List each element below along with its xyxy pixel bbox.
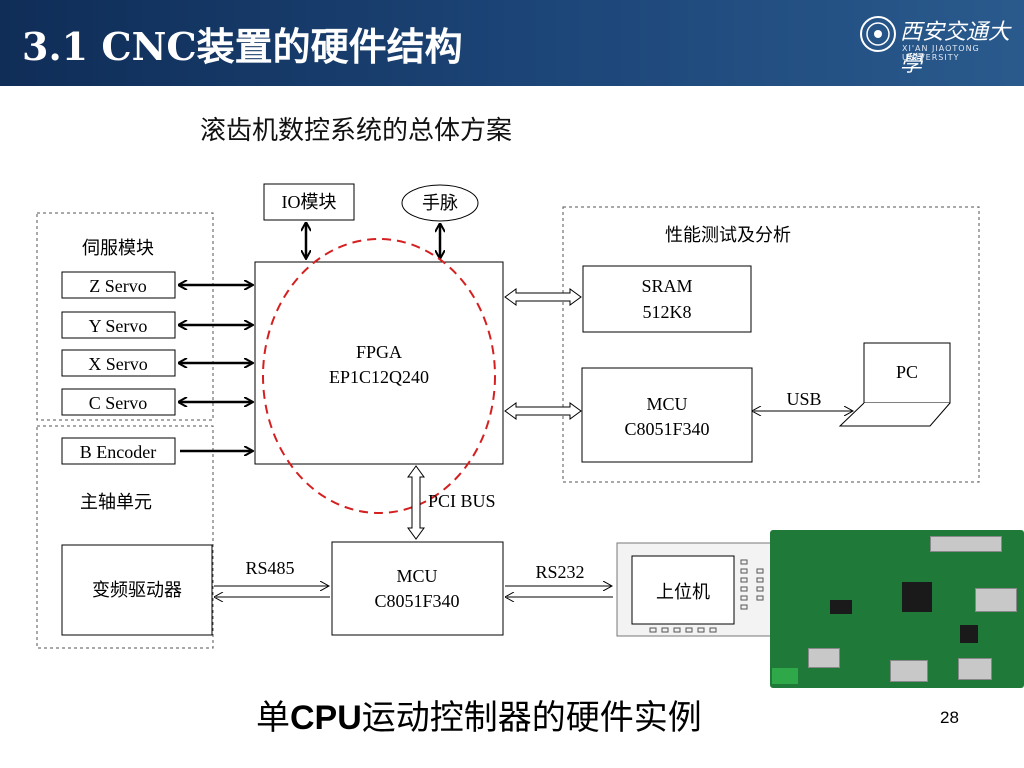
header-bar: 3.1 CNC装置的硬件结构 西安交通大學 XI'AN JIAOTONG UNI… (0, 0, 1024, 86)
c-servo-label: C Servo (89, 393, 148, 413)
rs485-label: RS485 (245, 558, 294, 578)
mcu-bottom-label: MCU (396, 566, 437, 586)
caption-bold: CPU (290, 699, 362, 737)
fpga-mcu-arrow (504, 402, 582, 420)
host-label: 上位机 (656, 582, 710, 602)
spindle-group-box (36, 425, 214, 649)
sram-box (582, 265, 752, 333)
slide-title: 3.1 CNC装置的硬件结构 (22, 24, 463, 69)
caption-suffix: 运动控制器的硬件实例 (361, 698, 702, 738)
fpga-sram-arrow (504, 288, 582, 306)
spindle-group-label: 主轴单元 (80, 492, 152, 512)
mcu-top-model-label: C8051F340 (624, 419, 709, 439)
pcb-db9-connector (808, 648, 840, 668)
university-logo: 西安交通大學 XI'AN JIAOTONG UNIVERSITY (856, 10, 1016, 77)
fpga-highlight-ellipse (262, 238, 496, 514)
pci-bus-label: PCI BUS (428, 491, 496, 511)
mcu-bottom-model-label: C8051F340 (374, 591, 459, 611)
pc-label: PC (896, 362, 918, 382)
handwheel-ellipse (401, 184, 479, 222)
mcu-top-label: MCU (646, 394, 687, 414)
sram-label: SRAM (641, 276, 692, 296)
diagram-subtitle: 滚齿机数控系统的总体方案 (200, 116, 513, 146)
fpga-label: FPGA (356, 342, 402, 362)
pcb-ribbon-connector (975, 588, 1017, 612)
encoder-label: B Encoder (80, 442, 156, 462)
y-servo-box (61, 311, 176, 339)
pcb-header-connector (930, 536, 1002, 552)
caption-prefix: 单 (256, 698, 290, 738)
pcb-chip-small (830, 600, 852, 614)
fpga-model-label: EP1C12Q240 (329, 367, 429, 387)
pcb-chip (902, 582, 932, 612)
io-module-label: IO模块 (282, 192, 337, 212)
pcb-terminal-block (772, 668, 798, 684)
z-servo-box (61, 271, 176, 299)
perf-group-label: 性能测试及分析 (665, 225, 791, 245)
handwheel-label: 手脉 (422, 193, 458, 213)
usb-label: USB (786, 389, 821, 409)
rs232-label: RS232 (535, 562, 584, 582)
pci-bus-arrow (407, 465, 425, 540)
fpga-box (254, 261, 504, 465)
logo-text: 西安交通大學 (900, 20, 1011, 77)
header-gradient (0, 0, 1024, 86)
seal-icon (860, 16, 896, 52)
x-servo-box (61, 349, 176, 377)
mcu-bottom-box (331, 541, 504, 636)
pcb-usb-connector (890, 660, 928, 682)
page-number: 28 (940, 708, 959, 727)
servo-group-label: 伺服模块 (82, 238, 154, 258)
diagram-caption: 单CPU运动控制器的硬件实例 (256, 690, 702, 739)
vfd-label: 变频驱动器 (92, 580, 182, 600)
host-monitor-icon (616, 542, 778, 637)
perf-group-box (562, 206, 980, 483)
pcb-db9-connector (958, 658, 992, 680)
io-module-box (263, 183, 355, 221)
laptop-icon (838, 342, 951, 427)
servo-group-box (36, 212, 214, 421)
pcb-chip-small (960, 625, 978, 643)
encoder-box (61, 437, 176, 465)
x-servo-label: X Servo (88, 354, 148, 374)
vfd-box (61, 544, 213, 636)
z-servo-label: Z Servo (89, 276, 147, 296)
logo-subtext: XI'AN JIAOTONG UNIVERSITY (902, 44, 980, 62)
sram-size-label: 512K8 (643, 302, 692, 322)
c-servo-box (61, 388, 176, 416)
y-servo-label: Y Servo (89, 316, 148, 336)
pcb-board-photo (770, 530, 1024, 688)
mcu-top-box (581, 367, 753, 463)
